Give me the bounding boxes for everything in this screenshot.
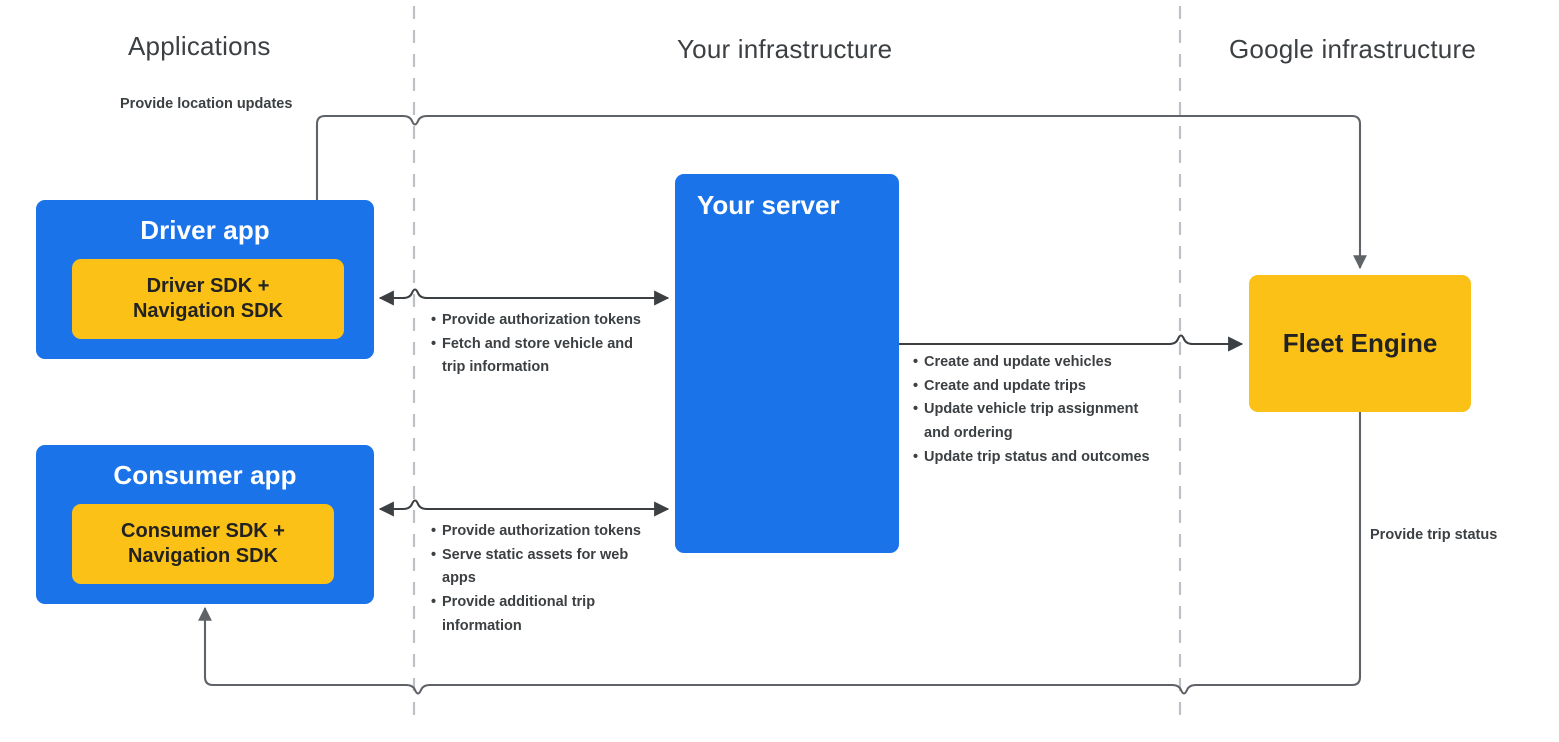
edge-bullets-server-fleet: Create and update vehicles Create and up… [913, 351, 1163, 469]
edge-label-provide-trip-status: Provide trip status [1370, 527, 1498, 543]
edge-bullets-consumer-server: Provide authorization tokens Serve stati… [431, 520, 653, 638]
wire-server-fleet [899, 334, 1244, 352]
bullet-item: Create and update trips [913, 375, 1163, 399]
node-driver-sdk[interactable]: Driver SDK + Navigation SDK [72, 259, 344, 339]
wire-consumer-server [378, 499, 670, 517]
consumer-sdk-line-2: Navigation SDK [127, 545, 279, 567]
node-your-server[interactable]: Your server [675, 174, 899, 553]
your-server-title: Your server [697, 190, 840, 220]
bullet-item: Provide authorization tokens [431, 520, 653, 544]
bullet-item: Fetch and store vehicle and trip informa… [431, 333, 653, 380]
node-driver-app[interactable]: Driver app Driver SDK + Navigation SDK [36, 200, 374, 359]
wire-driver-server [378, 288, 670, 306]
bullet-item: Update vehicle trip assignment and order… [913, 398, 1163, 445]
driver-sdk-line-2: Navigation SDK [132, 300, 284, 322]
fleet-engine-title: Fleet Engine [1282, 328, 1438, 358]
driver-app-title: Driver app [140, 215, 270, 245]
consumer-app-title: Consumer app [113, 460, 297, 490]
bullet-item: Provide additional trip information [431, 591, 653, 638]
bullet-item: Update trip status and outcomes [913, 446, 1163, 470]
node-consumer-app[interactable]: Consumer app Consumer SDK + Navigation S… [36, 445, 374, 604]
edge-bullets-driver-server: Provide authorization tokens Fetch and s… [431, 309, 653, 380]
zone-header-applications: Applications [128, 31, 271, 61]
driver-sdk-line-1: Driver SDK + [146, 275, 270, 297]
zone-header-google-infrastructure: Google infrastructure [1229, 34, 1476, 64]
zone-header-your-infrastructure: Your infrastructure [677, 34, 893, 64]
bullet-item: Create and update vehicles [913, 351, 1163, 375]
edge-label-provide-location-updates: Provide location updates [120, 96, 293, 112]
bullet-item: Provide authorization tokens [431, 309, 653, 333]
node-fleet-engine[interactable]: Fleet Engine [1249, 275, 1471, 412]
node-consumer-sdk[interactable]: Consumer SDK + Navigation SDK [72, 504, 334, 584]
bullet-item: Serve static assets for web apps [431, 544, 653, 591]
consumer-sdk-line-1: Consumer SDK + [121, 520, 285, 542]
